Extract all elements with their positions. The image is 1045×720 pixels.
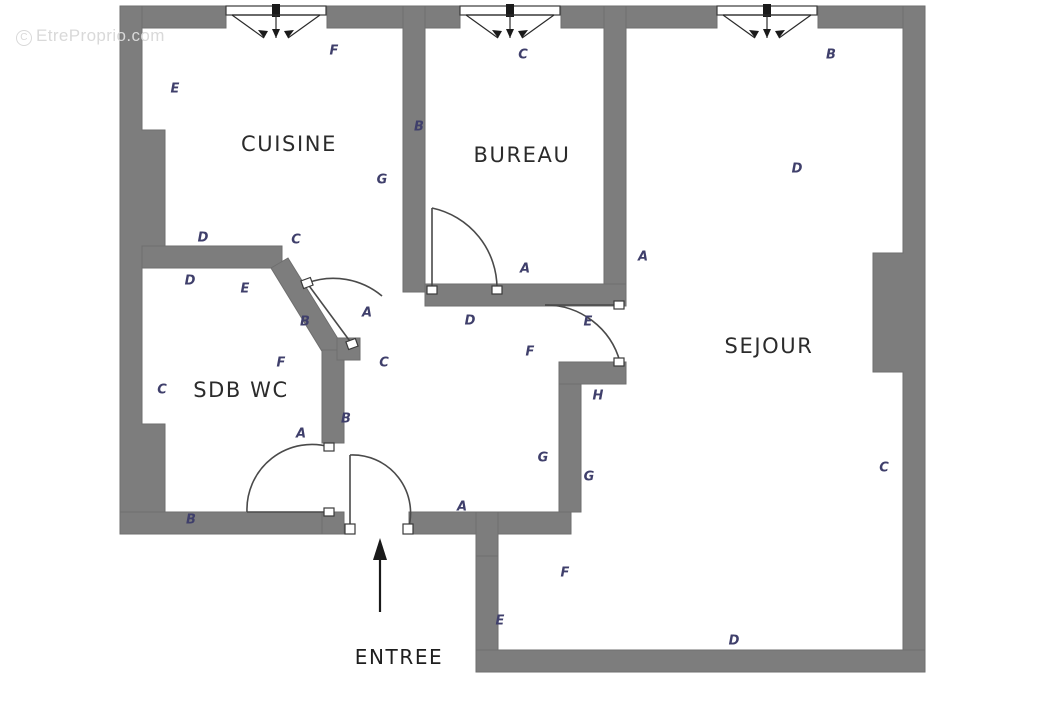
dimension-label: C (157, 382, 167, 398)
dimension-label: E (583, 314, 593, 330)
dimension-label: G (376, 172, 388, 188)
door-hall-upper (544, 300, 625, 367)
wall-top-mid-2 (560, 5, 718, 29)
wall-sdb-vertical (321, 349, 345, 444)
dimension-label: A (295, 426, 307, 442)
dimension-label: A (456, 499, 468, 515)
room-label-bureau: BUREAU (473, 143, 571, 167)
dimension-label: B (414, 119, 424, 135)
wall-bureau-sejour (603, 5, 627, 307)
dimension-label: G (537, 450, 549, 466)
dimension-label: F (276, 355, 286, 371)
entree-label: ENTREE (354, 645, 444, 669)
dimension-label: G (583, 469, 595, 485)
wall-bottom-right (475, 649, 926, 673)
wall-right-exterior (872, 5, 926, 673)
window-sejour (716, 3, 818, 39)
doors-group (246, 207, 625, 535)
dimension-label: E (170, 81, 180, 97)
dimension-label: A (519, 261, 531, 277)
copyright-icon: C (16, 30, 32, 46)
room-label-sejour: SEJOUR (724, 334, 814, 358)
dimension-label: D (184, 273, 196, 289)
dimension-label: C (518, 47, 528, 63)
wall-top-mid-1 (326, 5, 461, 29)
door-entry (344, 454, 414, 535)
wall-partition-top (558, 361, 627, 385)
wall-kitchen-bottom (141, 245, 283, 269)
dimension-label: C (879, 460, 889, 476)
dimension-label: E (240, 281, 250, 297)
wall-hall-to-wing (475, 511, 499, 557)
door-bureau (426, 207, 503, 295)
wall-bureau-bottom (424, 283, 627, 307)
dimension-label: F (329, 43, 339, 59)
dimension-label: A (637, 249, 649, 265)
dimension-label: A (361, 305, 373, 321)
watermark-text: EtreProprio.com (36, 26, 165, 45)
window-cuisine (225, 3, 327, 39)
window-bureau (459, 3, 561, 39)
door-sdbwc-bottom (246, 442, 335, 517)
wall-sejour-partition (558, 371, 582, 513)
room-label-cuisine: CUISINE (241, 132, 337, 156)
dimension-label: D (728, 633, 740, 649)
dimension-label: F (560, 565, 570, 581)
dimension-label: H (592, 388, 604, 404)
dimension-label: C (291, 232, 301, 248)
wall-bottom-left (119, 511, 323, 535)
dimension-label: B (300, 314, 310, 330)
dimension-label: B (341, 411, 351, 427)
dimension-label: B (826, 47, 836, 63)
dimension-label: D (464, 313, 476, 329)
room-label-sdb-wc: SDB WC (193, 378, 289, 402)
dimension-label: D (197, 230, 209, 246)
wall-left-exterior (119, 5, 166, 535)
dimension-label: B (186, 512, 196, 528)
dimension-label: E (495, 613, 505, 629)
windows-group (225, 3, 818, 39)
dimension-label: C (379, 355, 389, 371)
door-sdb (300, 276, 383, 351)
wall-hall-jamb (321, 511, 345, 535)
walls-group (119, 5, 926, 673)
wall-kitchen-bureau (402, 5, 426, 293)
entrance-arrow (373, 538, 387, 612)
dimension-label: F (525, 344, 535, 360)
dimension-label: D (791, 161, 803, 177)
